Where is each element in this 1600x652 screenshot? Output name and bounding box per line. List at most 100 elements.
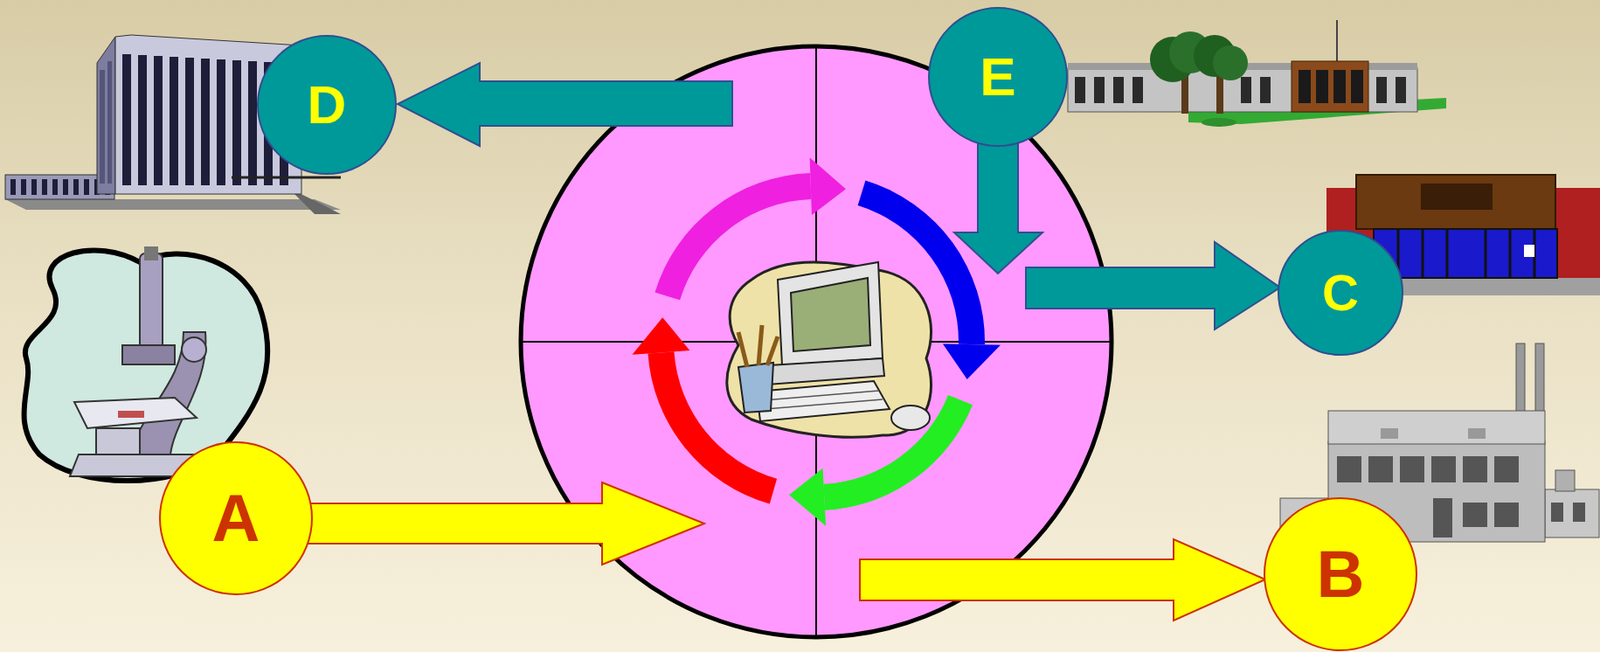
office-tower [200, 58, 210, 186]
factory [1544, 489, 1600, 538]
computer [738, 362, 774, 413]
microscope [74, 397, 197, 429]
factory [1368, 456, 1393, 483]
office-park [1350, 69, 1364, 104]
office-tower [31, 179, 37, 195]
computer [790, 277, 871, 352]
text-holder: A [159, 441, 313, 596]
office-park [1298, 69, 1311, 104]
office-tower [20, 179, 27, 195]
office-tower [96, 36, 116, 194]
office-tower [107, 61, 112, 184]
factory [1433, 498, 1453, 538]
letter-circle: B [1263, 497, 1418, 652]
office-park [1240, 76, 1252, 104]
store [1421, 228, 1425, 278]
cycle-arrow-head [942, 344, 1001, 381]
computer [763, 390, 880, 401]
microscope [139, 253, 163, 350]
circle-letter: D [307, 77, 347, 132]
letter-circle: C [1277, 229, 1404, 356]
computer [758, 325, 762, 366]
flow-arrow [397, 62, 733, 146]
office-tower [10, 179, 16, 195]
office-park [1181, 74, 1189, 114]
office-park [1216, 74, 1224, 114]
cycle-arrow-body [647, 351, 777, 504]
text-holder: B [1263, 497, 1418, 652]
office-park [1333, 69, 1346, 104]
office-tower [153, 55, 163, 186]
factory [1336, 456, 1362, 483]
office-park [1132, 76, 1143, 104]
factory [1380, 428, 1399, 439]
factory [1494, 502, 1519, 527]
letter-circle: D [256, 34, 397, 175]
office-park [1067, 20, 1447, 127]
office-tower [73, 179, 79, 195]
computer [767, 336, 778, 366]
store [1373, 228, 1558, 278]
flow-arrow [397, 62, 1281, 330]
office-park [1395, 76, 1407, 104]
factory [1462, 456, 1488, 483]
flow-arrow [305, 482, 1266, 621]
factory [1399, 456, 1425, 483]
office-tower [216, 59, 226, 186]
computer [777, 262, 883, 366]
store [1356, 174, 1556, 229]
office-park [1298, 69, 1364, 104]
office-tower [10, 179, 111, 195]
microscope [117, 410, 145, 418]
office-tower [185, 57, 194, 186]
factory [1468, 428, 1486, 439]
circle-shape [257, 35, 396, 174]
office-park [1260, 76, 1271, 104]
circle-shape [1278, 230, 1403, 355]
circle-letter: B [1316, 540, 1365, 608]
factory [1555, 470, 1575, 492]
circle-shape [928, 7, 1067, 146]
office-park [1316, 69, 1329, 104]
office-tower [62, 179, 69, 195]
office-tower [52, 179, 58, 195]
computer [738, 332, 748, 368]
computer [727, 262, 932, 437]
computer [727, 262, 932, 437]
office-tower [5, 199, 341, 210]
computer [765, 399, 883, 409]
office-park [1113, 76, 1124, 104]
store [1523, 244, 1535, 257]
cycle-arrow-head [810, 157, 846, 215]
circle-letter: C [1322, 267, 1359, 319]
text-holder: E [928, 6, 1068, 147]
computer [738, 325, 778, 368]
computer [767, 358, 885, 385]
flow-arrow [1025, 242, 1281, 330]
circle-shape [1264, 498, 1417, 651]
microscope [181, 337, 207, 362]
factory [1462, 502, 1488, 527]
factory [1431, 456, 1456, 483]
office-park [1201, 117, 1237, 127]
office-park [1376, 76, 1387, 104]
office-tower [122, 54, 132, 186]
circle-shape [159, 442, 312, 595]
computer [891, 405, 930, 430]
office-tower [83, 179, 90, 195]
office-park [1291, 61, 1369, 112]
circle-letter: E [979, 49, 1016, 104]
store [1398, 228, 1535, 278]
flow-arrow [305, 482, 705, 565]
office-tower [169, 56, 179, 186]
letter-circle: E [928, 6, 1068, 147]
office-tower [99, 69, 105, 184]
factory [1551, 502, 1564, 522]
factory [1494, 456, 1519, 483]
office-tower [231, 176, 341, 180]
cycle-arrow-head [789, 468, 826, 527]
text-holder: C [1277, 229, 1404, 356]
factory [1328, 410, 1545, 444]
office-park [1212, 45, 1248, 81]
microscope [122, 345, 175, 365]
